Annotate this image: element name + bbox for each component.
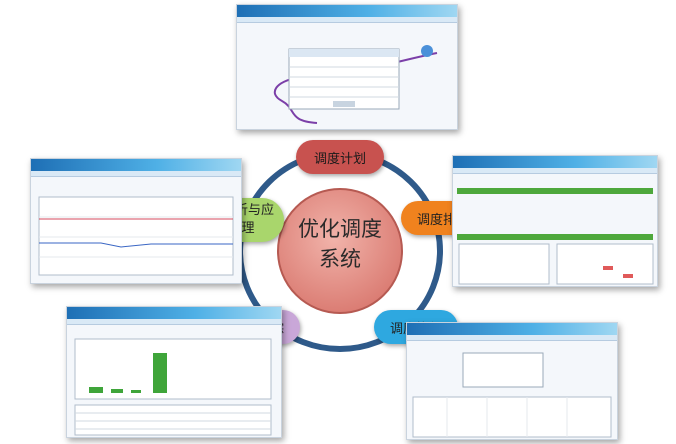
screenshot-schedule [452,155,658,287]
plan-map-preview [273,45,438,124]
center-disc [277,188,403,314]
screenshot-trace [66,306,282,438]
center-title-line2: 系统 [319,247,361,271]
screenshot-execute [406,322,618,440]
trace-bar-preview [74,338,272,436]
screenshot-plan [236,4,458,130]
analysis-line-preview [38,196,234,276]
screenshot-analysis [30,158,242,284]
execute-table-preview [412,352,612,438]
node-plan: 调度计划 [296,140,384,174]
schedule-form-preview [457,188,654,285]
center-title: 优化调度 系统 [278,214,402,274]
center-title-line1: 优化调度 [298,217,382,241]
